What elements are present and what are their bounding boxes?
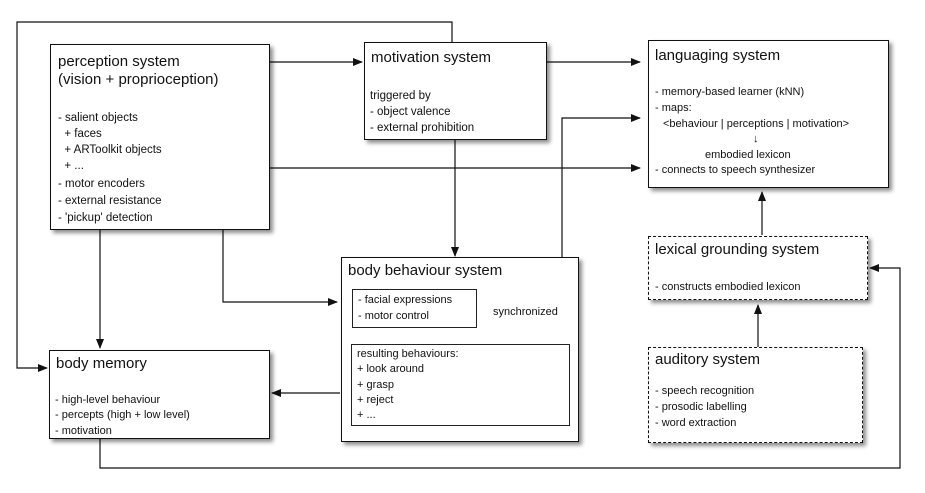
sync-item: - facial expressions: [358, 294, 453, 306]
auditory-item: - word extraction: [655, 417, 737, 429]
body-memory-title: body memory: [56, 355, 147, 372]
perception-item: - motor encoders: [58, 178, 145, 190]
synchronized-label: synchronized: [493, 306, 558, 318]
arrow-perception-to-body-behaviour: [222, 228, 338, 306]
languaging-system-box: languaging system - memory-based learner…: [648, 40, 889, 188]
languaging-system-title: languaging system: [655, 47, 781, 64]
body-behaviour-system-box: body behaviour system - facial expressio…: [341, 257, 579, 442]
auditory-system-box: auditory system - speech recognition - p…: [648, 347, 863, 443]
auditory-system-title: auditory system: [655, 351, 761, 368]
perception-system-subtitle: (vision + proprioception): [58, 71, 219, 88]
motivation-item: - object valence: [370, 106, 451, 118]
languaging-item: - maps:: [655, 102, 692, 114]
lexical-grounding-system-title: lexical grounding system: [655, 241, 820, 258]
arrow-body-behaviour-to-languaging: [561, 114, 641, 258]
perception-system-title: perception system: [58, 53, 180, 70]
arrow-loop-to-body-memory: [16, 21, 453, 372]
synchronized-actions-box: - facial expressions - motor control: [352, 289, 477, 328]
languaging-item: <behaviour | perceptions | motivation>: [663, 118, 850, 130]
body-memory-item: - percepts (high + low level): [55, 409, 190, 421]
perception-item: - external resistance: [58, 195, 162, 207]
sync-item: - motor control: [358, 310, 429, 322]
perception-item: + ARToolkit objects: [58, 144, 162, 156]
body-memory-box: body memory - high-level behaviour - per…: [49, 350, 270, 439]
behaviour-item: + grasp: [357, 379, 394, 391]
perception-system-box: perception system (vision + propriocepti…: [50, 44, 270, 230]
auditory-item: - speech recognition: [655, 385, 755, 397]
resulting-behaviours-box: resulting behaviours: + look around + gr…: [351, 344, 570, 426]
languaging-item: embodied lexicon: [705, 149, 791, 161]
perception-item: + ...: [58, 160, 84, 172]
arrow-body-memory-to-lexical: [99, 264, 901, 469]
languaging-item: - connects to speech synthesizer: [655, 164, 816, 176]
motivation-item: - external prohibition: [370, 122, 475, 134]
behaviour-item: + ...: [357, 409, 376, 421]
body-memory-item: - high-level behaviour: [55, 394, 161, 406]
lexical-grounding-system-box: lexical grounding system - constructs em…: [648, 236, 868, 300]
languaging-arrow: ↓: [753, 133, 759, 145]
perception-item: - 'pickup' detection: [58, 212, 153, 224]
motivation-item: triggered by: [370, 90, 431, 102]
perception-item: + faces: [58, 128, 102, 140]
perception-item: - salient objects: [58, 112, 138, 124]
behaviour-item: resulting behaviours:: [357, 348, 459, 360]
behaviour-item: + reject: [357, 394, 394, 406]
motivation-system-box: motivation system triggered by - object …: [364, 42, 547, 140]
lexical-item: - constructs embodied lexicon: [655, 281, 801, 293]
languaging-item: - memory-based learner (kNN): [655, 86, 805, 98]
behaviour-item: + look around: [357, 363, 424, 375]
motivation-system-title: motivation system: [371, 49, 492, 66]
auditory-item: - prosodic labelling: [655, 401, 747, 413]
body-behaviour-system-title: body behaviour system: [348, 262, 503, 279]
body-memory-item: - motivation: [55, 425, 112, 437]
